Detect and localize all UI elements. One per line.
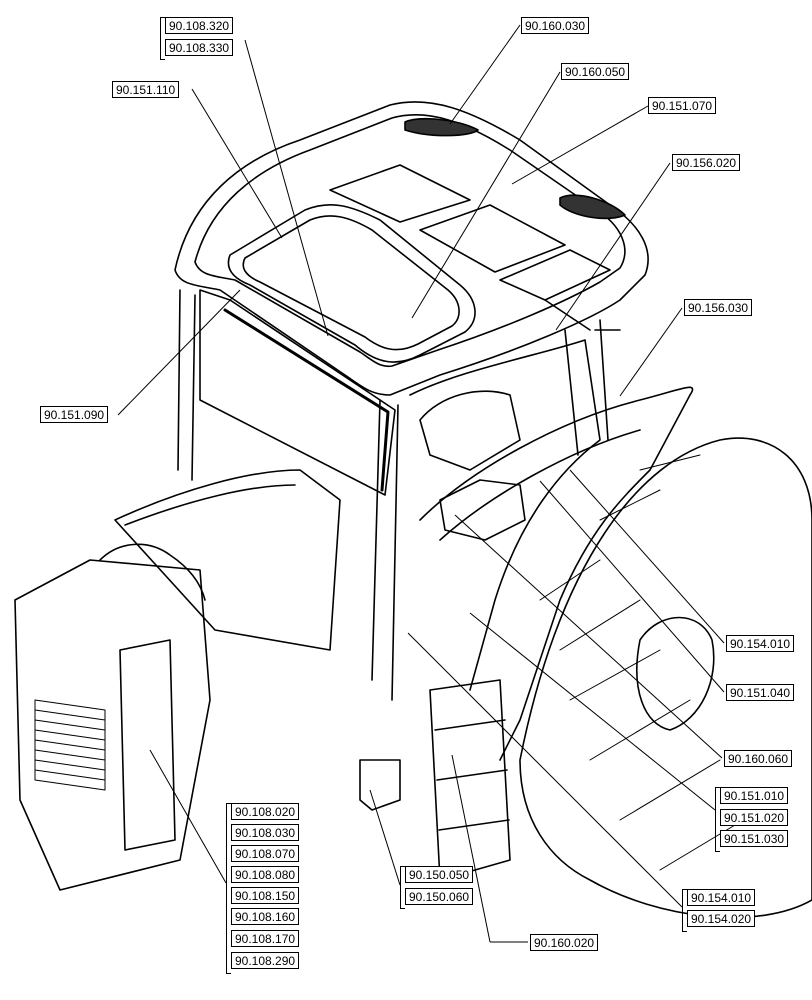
bracket-90-154-010-group <box>682 889 687 932</box>
radiator-core <box>34 699 106 791</box>
hood-top-line <box>124 484 296 526</box>
label-90-108-070[interactable]: 90.108.070 <box>231 845 300 862</box>
fender-inner <box>439 429 641 541</box>
label-90-151-070[interactable]: 90.151.070 <box>648 97 717 114</box>
access-step-rungs <box>434 719 510 831</box>
label-90-160-020[interactable]: 90.160.020 <box>530 934 599 951</box>
roof-panel-3 <box>499 249 611 301</box>
label-90-160-060[interactable]: 90.160.060 <box>724 750 793 767</box>
roof-hatch <box>227 204 476 363</box>
label-90-151-010[interactable]: 90.151.010 <box>720 787 789 804</box>
cab-pillar-left <box>177 289 196 481</box>
label-90-108-290[interactable]: 90.108.290 <box>231 952 300 969</box>
label-90-108-150[interactable]: 90.108.150 <box>231 887 300 904</box>
operator-seat <box>419 390 521 471</box>
roof-panel-1 <box>329 164 471 223</box>
label-90-150-060[interactable]: 90.150.060 <box>405 888 474 905</box>
bracket-90-108-020-group <box>226 803 231 974</box>
cooling-pipe <box>99 543 206 601</box>
label-90-108-330[interactable]: 90.108.330 <box>165 39 234 56</box>
label-90-108-170[interactable]: 90.108.170 <box>231 930 300 947</box>
label-90-108-080[interactable]: 90.108.080 <box>231 866 300 883</box>
roof-inner <box>194 114 626 368</box>
cooling-pack <box>14 559 211 891</box>
steering-column <box>439 479 526 541</box>
label-90-151-030[interactable]: 90.151.030 <box>720 830 789 847</box>
engine-hood <box>114 469 341 651</box>
rear-fender <box>419 386 694 761</box>
door-frame <box>409 339 601 691</box>
rear-window-seal <box>223 308 390 492</box>
rear-tyre-tread <box>539 454 761 871</box>
label-90-160-050[interactable]: 90.160.050 <box>561 63 630 80</box>
label-90-151-040[interactable]: 90.151.040 <box>726 684 795 701</box>
roof-panel-2 <box>419 204 566 273</box>
label-90-151-110[interactable]: 90.151.110 <box>112 81 180 98</box>
roof-hatch-inner <box>242 215 460 351</box>
label-90-154-010-upper[interactable]: 90.154.010 <box>726 635 795 652</box>
access-step <box>429 679 511 881</box>
label-90-156-030[interactable]: 90.156.030 <box>684 299 753 316</box>
label-90-156-020[interactable]: 90.156.020 <box>672 154 741 171</box>
label-90-150-050[interactable]: 90.150.050 <box>405 866 474 883</box>
label-90-154-010-lower[interactable]: 90.154.010 <box>687 889 756 906</box>
mirror-arm <box>544 299 621 331</box>
label-90-151-020[interactable]: 90.151.020 <box>720 809 789 826</box>
label-90-108-160[interactable]: 90.108.160 <box>231 908 300 925</box>
label-90-151-090[interactable]: 90.151.090 <box>40 406 109 423</box>
roof-vent-rear <box>559 194 626 220</box>
label-90-108-320[interactable]: 90.108.320 <box>165 17 234 34</box>
radiator-side <box>119 639 176 851</box>
label-90-108-020[interactable]: 90.108.020 <box>231 803 300 820</box>
rear-window <box>199 289 396 496</box>
label-90-154-020[interactable]: 90.154.020 <box>687 910 756 927</box>
bracket-90-150-050-group <box>400 866 405 909</box>
wheel-hub <box>636 616 715 731</box>
cab-pillar-rear <box>371 399 399 701</box>
label-90-160-030[interactable]: 90.160.030 <box>521 17 590 34</box>
cab-pillar-right <box>564 319 609 456</box>
roof-vent-front <box>404 117 479 137</box>
rear-tyre-outer <box>519 437 812 919</box>
bracket-90-151-010-group <box>715 787 720 852</box>
roof-shell <box>174 101 649 396</box>
step-bracket <box>359 759 401 811</box>
bracket-90-108-320-group <box>160 17 165 60</box>
label-90-108-030[interactable]: 90.108.030 <box>231 824 300 841</box>
